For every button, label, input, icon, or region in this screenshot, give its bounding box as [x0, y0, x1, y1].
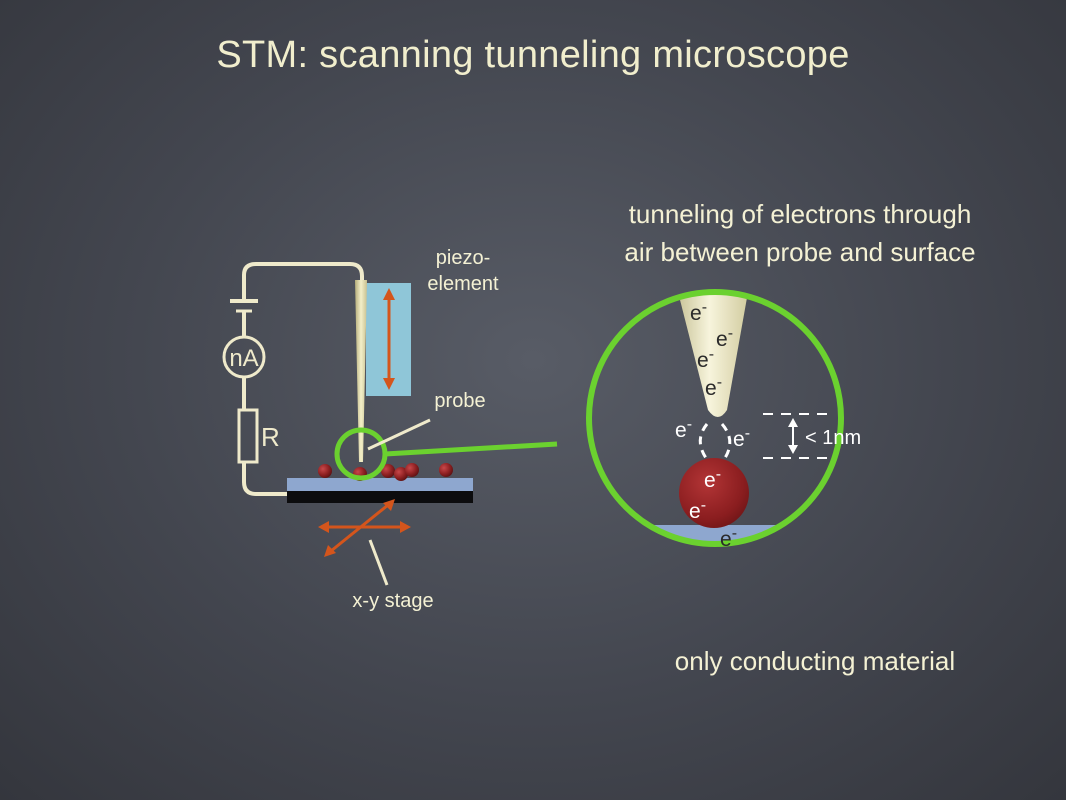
gap-arrow-head-up — [788, 418, 798, 427]
atom — [394, 467, 408, 481]
electron-label: e- — [705, 374, 722, 400]
electron-label: e- — [690, 299, 707, 325]
gap-label: < 1nm — [805, 427, 861, 449]
ammeter-label: nA — [229, 345, 258, 372]
probe-pointer-line — [367, 418, 431, 451]
piezo-label: piezo- element — [427, 247, 499, 295]
atom — [318, 464, 332, 478]
atom — [439, 463, 453, 477]
atom — [405, 463, 419, 477]
tunneling-caption-line2: air between probe and surface — [624, 237, 976, 267]
electron-label: e- — [697, 346, 714, 372]
probe-needle — [355, 280, 367, 462]
electron-label: e- — [716, 325, 733, 351]
stage-pointer-line — [368, 539, 389, 586]
gap-arrow-head-down — [788, 445, 798, 454]
electrons: e-e-e-e-e-e-e-e-e- — [675, 299, 750, 551]
ammeter-symbol — [222, 335, 266, 379]
piezo-arrow-head-up — [383, 288, 395, 300]
zoom-probe-tip — [678, 292, 748, 417]
slide-title: STM: scanning tunneling microscope — [216, 34, 850, 76]
tunneling-caption: tunneling of electrons through air betwe… — [560, 195, 1040, 271]
piezo-arrow-head-down — [383, 378, 395, 390]
resistor-label: R — [261, 422, 280, 452]
electron-label: e- — [689, 497, 706, 523]
resistor-symbol — [237, 408, 259, 464]
zoom-atom — [679, 458, 749, 528]
tunneling-arc-right — [720, 423, 732, 459]
zoom-connector-line — [384, 441, 558, 457]
electron-label: e- — [675, 416, 692, 442]
circuit-wire — [242, 262, 364, 301]
xy-stage-arrows — [318, 499, 411, 557]
circuit-wire — [242, 462, 287, 496]
electron-label: e- — [733, 425, 750, 451]
atom — [381, 464, 395, 478]
tunneling-caption-line1: tunneling of electrons through — [628, 199, 972, 229]
tunneling-arc-left — [698, 423, 709, 459]
zoom-circle — [586, 289, 844, 547]
electron-label: e- — [720, 525, 737, 551]
electron-label: e- — [704, 466, 721, 492]
xy-stage-base — [287, 491, 473, 503]
sample-substrate — [287, 478, 473, 491]
probe-label: probe — [434, 390, 486, 412]
stage-label: x-y stage — [352, 590, 434, 612]
zoom-view: < 1nm e-e-e-e-e-e-e-e-e- — [586, 289, 861, 551]
zoom-substrate — [589, 525, 841, 544]
conducting-caption: only conducting material — [674, 646, 956, 676]
